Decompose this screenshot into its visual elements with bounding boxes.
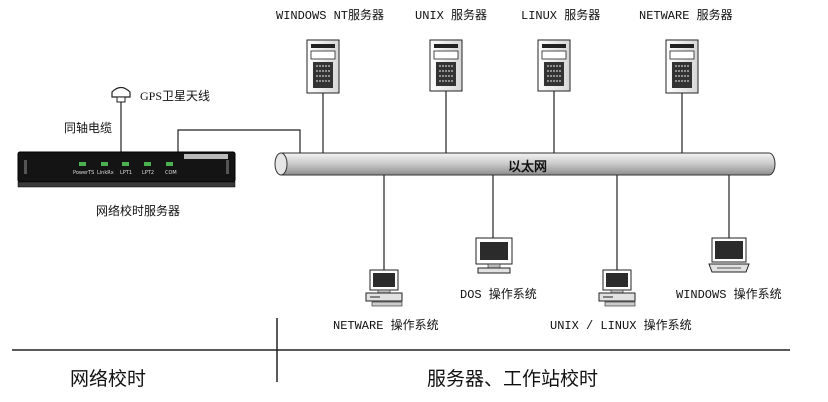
section-left-caption: 网络校时 xyxy=(70,368,147,390)
monitor-pc-icon xyxy=(475,237,513,274)
gps-antenna-label: GPS卫星天线 xyxy=(140,89,211,103)
server-label: LINUX 服务器 xyxy=(521,9,601,23)
server-icon xyxy=(306,39,340,94)
client-label: NETWARE 操作系统 xyxy=(333,319,439,333)
desktop-pc-icon xyxy=(598,269,636,307)
client-label: UNIX / LINUX 操作系统 xyxy=(550,319,692,333)
time-server-label: 网络校时服务器 xyxy=(96,204,181,218)
gps-antenna-icon xyxy=(111,86,131,103)
led-label: LPT2 xyxy=(142,170,155,176)
desktop-pc-icon xyxy=(365,269,403,307)
led-label: LPT1 xyxy=(120,170,133,176)
device-link xyxy=(177,129,301,153)
server-label: UNIX 服务器 xyxy=(415,9,488,23)
section-right-caption: 服务器、工作站校时 xyxy=(427,368,599,390)
server-icon xyxy=(665,39,699,94)
ethernet-bus xyxy=(274,152,776,176)
server-icon xyxy=(429,39,463,92)
laptop-icon xyxy=(708,237,750,273)
client-label: DOS 操作系统 xyxy=(460,288,537,302)
client-label: WINDOWS 操作系统 xyxy=(676,288,782,302)
server-icon xyxy=(537,39,571,92)
led-label: PowerTS xyxy=(73,170,95,176)
led-label: COM xyxy=(165,170,177,176)
server-label: NETWARE 服务器 xyxy=(639,9,733,23)
time-server-device xyxy=(17,151,236,188)
status-leds xyxy=(79,162,173,166)
client-connectors xyxy=(383,175,730,270)
server-connectors xyxy=(322,91,683,153)
led-label: LinkRx xyxy=(97,170,114,176)
server-label: WINDOWS NT服务器 xyxy=(276,9,385,23)
coax-cable-label: 同轴电缆 xyxy=(64,121,113,135)
ethernet-label: 以太网 xyxy=(508,160,548,175)
